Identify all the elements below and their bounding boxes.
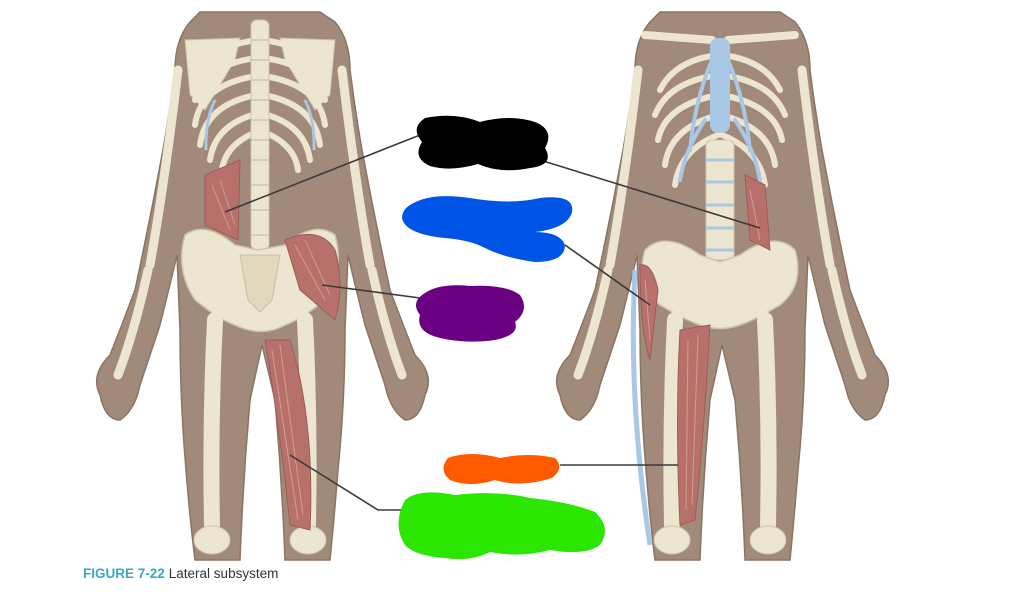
posterior-spine — [250, 19, 270, 251]
posterior-knees — [193, 525, 327, 555]
anterior-arm-bones — [573, 65, 867, 380]
anterior-muscles — [630, 174, 771, 546]
leader-line-black-to-posterior — [224, 134, 421, 213]
leader-line-blue-to-anterior — [564, 244, 651, 306]
adductor-anterior-muscle — [677, 324, 711, 526]
adductor-muscle — [264, 339, 312, 531]
anterior-costal-cartilage — [678, 58, 762, 182]
posterior-ribcage — [192, 37, 328, 173]
black-label-mask — [416, 115, 549, 171]
anterior-body-figure — [555, 11, 890, 561]
green-label-mask — [398, 492, 605, 560]
leader-lines — [224, 134, 761, 511]
sternum — [710, 38, 730, 133]
purple-label-mask — [416, 285, 524, 342]
posterior-costal-cartilage — [204, 99, 316, 151]
leader-line-green-to-posterior — [289, 454, 402, 511]
anterior-leg-bones — [663, 312, 777, 533]
posterior-body-figure — [95, 11, 430, 561]
label-masks — [398, 115, 605, 560]
blue-label-mask — [402, 196, 573, 262]
anterior-pelvis — [641, 240, 799, 330]
orange-label-mask — [443, 454, 560, 484]
leader-line-purple-to-posterior — [321, 284, 421, 299]
iliotibial-band — [630, 269, 653, 546]
anterior-lumbar-spine — [705, 139, 735, 261]
anterior-clavicles — [641, 31, 799, 44]
figure-number: FIGURE 7-22 — [83, 566, 165, 581]
figure-caption-text: Lateral subsystem — [168, 566, 279, 581]
posterior-sacrum — [239, 254, 281, 313]
leader-line-black-to-anterior — [539, 159, 761, 229]
posterior-muscles — [204, 159, 341, 531]
quadratus-lumborum-muscle — [204, 159, 241, 241]
posterior-arm-bones — [113, 65, 407, 380]
anterior-knees — [653, 525, 787, 555]
